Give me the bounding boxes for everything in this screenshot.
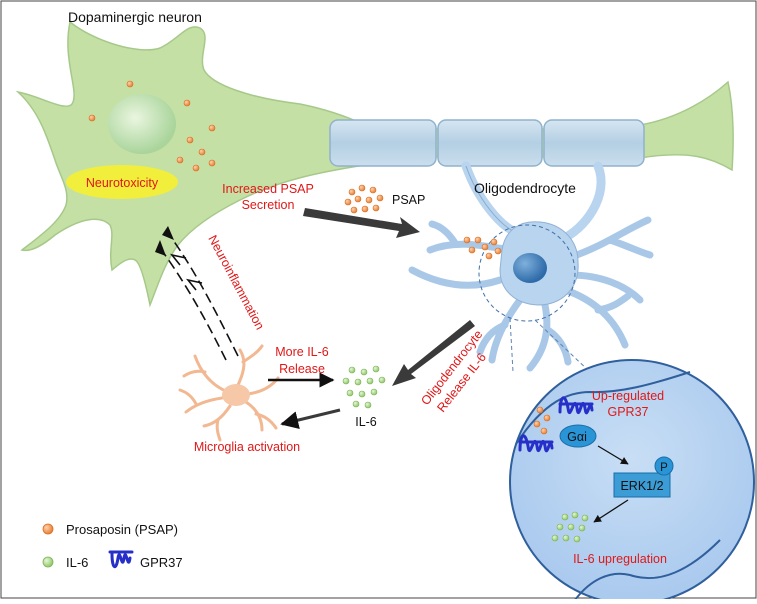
oligo-to-il6-arrow (392, 320, 475, 386)
legend-psap-label: Prosaposin (PSAP) (66, 522, 178, 537)
gpr37-receptor (518, 434, 554, 453)
neuron-nucleus (108, 94, 176, 154)
psap-label: PSAP (392, 193, 425, 207)
zoom-callout: Gαi ERK1/2 P (509, 359, 755, 604)
psap-secretion-label-2: Secretion (242, 198, 295, 212)
microglia-body (222, 384, 250, 406)
oligodendrocyte-nucleus (513, 253, 547, 283)
galpha-label: Gαi (567, 430, 587, 444)
oligo-psap-dots (463, 236, 502, 260)
more-il6-label-2: Release (279, 362, 325, 376)
phospho-badge (654, 456, 674, 476)
dopaminergic-neuron: Neurotoxicity (15, 20, 734, 308)
neurotoxicity-highlight (66, 165, 178, 199)
galpha-i (559, 424, 597, 448)
legend-il6-label: IL-6 (66, 555, 88, 570)
legend: Prosaposin (PSAP) IL-6 GPR37 (42, 522, 183, 570)
myelin-segment (437, 119, 543, 167)
zoom-region (478, 224, 576, 322)
psap-secretion-arrow (303, 208, 420, 238)
upregulated-label-2: GPR37 (608, 405, 649, 419)
psap-secretion-label-1: Increased PSAP (222, 182, 314, 196)
more-il6-label-1: More IL-6 (275, 345, 329, 359)
myelin-segment (543, 119, 645, 167)
erk-box (613, 472, 671, 498)
oligodendrocyte (408, 161, 654, 372)
il6-label: IL-6 (355, 415, 377, 429)
microglia-label: Microglia activation (194, 440, 300, 454)
oligodendrocyte-title: Oligodendrocyte (474, 180, 576, 196)
il6-upregulation-label: IL-6 upregulation (573, 552, 667, 566)
psap-cluster (344, 184, 384, 214)
legend-gpr37-swatch (108, 550, 134, 569)
neuron-psap-dots (88, 80, 216, 172)
upregulated-label-1: Up-regulated (592, 389, 664, 403)
il6-cluster (342, 365, 386, 409)
il6-to-microglia-arrow (280, 408, 341, 429)
neuron-title: Dopaminergic neuron (68, 9, 202, 25)
legend-il6-swatch (42, 556, 54, 568)
neuroinflammation-arrows (155, 226, 239, 361)
gpr37-receptor (558, 396, 594, 415)
neuroinflammation-label: Neuroinflammation (205, 233, 267, 332)
neurotoxicity-label: Neurotoxicity (86, 176, 159, 190)
myelin-segment (329, 119, 437, 167)
legend-psap-swatch (42, 523, 54, 535)
phospho-label: P (660, 462, 668, 474)
erk-label: ERK1/2 (620, 479, 663, 493)
legend-gpr37-label: GPR37 (140, 555, 183, 570)
